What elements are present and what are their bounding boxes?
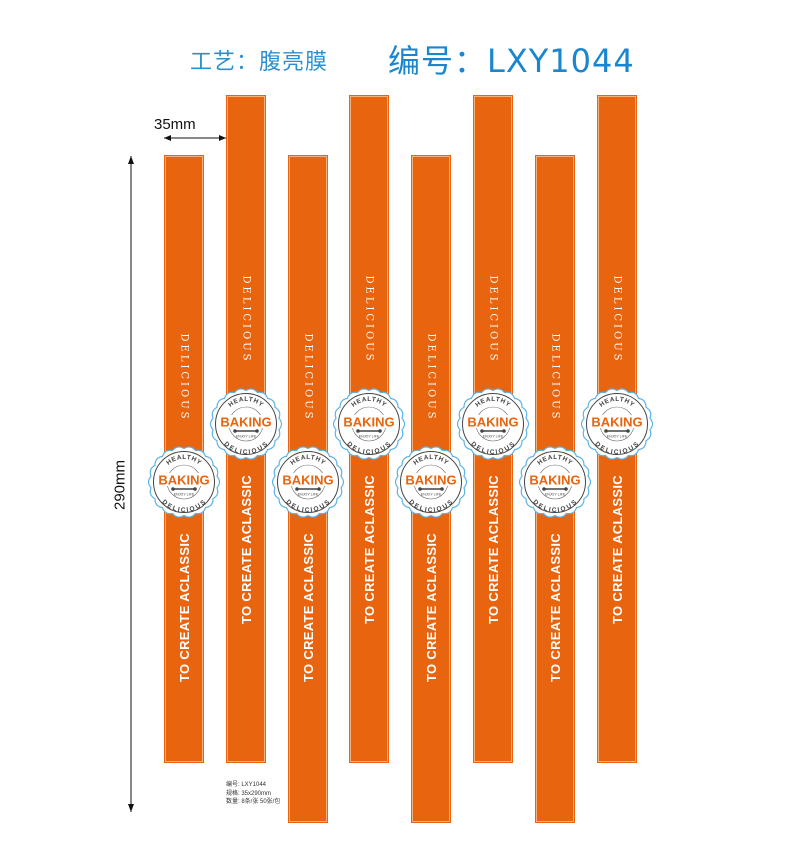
svg-text:BAKING: BAKING <box>529 473 580 488</box>
header: 工艺：腹亮膜 编号：LXY1044 <box>0 36 800 80</box>
svg-text:BAKING: BAKING <box>343 415 394 430</box>
strip-slogan-delicious: DELICIOUS <box>611 275 623 363</box>
strip-slogan-create: TO CREATE ACLASSIC <box>609 474 625 624</box>
svg-text:ENJOY LIFE: ENJOY LIFE <box>483 435 504 439</box>
spec-size: 规格: 35x290mm <box>226 790 272 797</box>
svg-text:BAKING: BAKING <box>405 473 456 488</box>
spec-quantity: 数量: 8条/张 50张/包 <box>226 799 281 805</box>
width-dimension-label: 35mm <box>154 116 196 133</box>
strip-slogan-create: TO CREATE ACLASSIC <box>176 532 192 682</box>
svg-text:BAKING: BAKING <box>467 415 518 430</box>
strip-slogan-delicious: DELICIOUS <box>178 333 190 421</box>
spec-notes: 编号: LXY1044 规格: 35x290mm 数量: 8条/张 50张/包 <box>226 781 280 807</box>
height-dimension-label: 290mm <box>111 459 129 511</box>
strip-slogan-create: TO CREATE ACLASSIC <box>361 474 377 624</box>
strip-slogan-create: TO CREATE ACLASSIC <box>300 532 316 682</box>
svg-text:ENJOY LIFE: ENJOY LIFE <box>174 493 195 497</box>
strip-slogan-delicious: DELICIOUS <box>240 275 252 363</box>
svg-text:BAKING: BAKING <box>591 415 642 430</box>
strip-slogan-create: TO CREATE ACLASSIC <box>423 532 439 682</box>
svg-text:ENJOY LIFE: ENJOY LIFE <box>298 493 319 497</box>
svg-text:ENJOY LIFE: ENJOY LIFE <box>359 435 380 439</box>
strip-slogan-create: TO CREATE ACLASSIC <box>238 474 254 624</box>
process-label: 工艺：腹亮膜 <box>190 50 329 75</box>
svg-text:ENJOY LIFE: ENJOY LIFE <box>607 435 628 439</box>
product-code-label: 编号：LXY1044 <box>388 42 635 80</box>
svg-text:ENJOY LIFE: ENJOY LIFE <box>545 493 566 497</box>
svg-text:BAKING: BAKING <box>220 415 271 430</box>
strip-slogan-create: TO CREATE ACLASSIC <box>485 474 501 624</box>
svg-text:BAKING: BAKING <box>282 473 333 488</box>
svg-text:BAKING: BAKING <box>158 473 209 488</box>
strip-slogan-delicious: DELICIOUS <box>363 275 375 363</box>
spec-code: 编号: LXY1044 <box>226 782 267 788</box>
strip-slogan-delicious: DELICIOUS <box>487 275 499 363</box>
strip-slogan-delicious: DELICIOUS <box>425 333 437 421</box>
strip-slogan-delicious: DELICIOUS <box>549 333 561 421</box>
strip-slogan-delicious: DELICIOUS <box>302 333 314 421</box>
strip-slogan-create: TO CREATE ACLASSIC <box>547 532 563 682</box>
svg-text:ENJOY LIFE: ENJOY LIFE <box>421 493 442 497</box>
svg-text:ENJOY LIFE: ENJOY LIFE <box>236 435 257 439</box>
